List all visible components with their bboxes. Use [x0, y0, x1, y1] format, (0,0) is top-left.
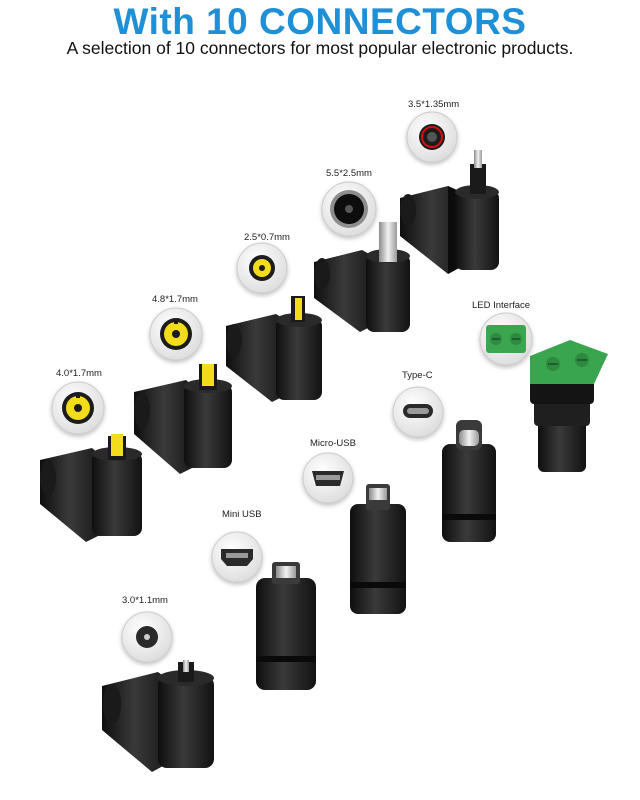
label-micro-usb: Micro-USB — [310, 438, 356, 449]
label-4-0x1-7mm: 4.0*1.7mm — [56, 368, 102, 379]
plug-4-0x1-7mm — [40, 434, 142, 542]
label-3-5x1-35mm: 3.5*1.35mm — [408, 99, 460, 110]
adapter-led-terminal — [530, 340, 608, 472]
plug-4-8x1-7mm — [134, 364, 232, 474]
screw-terminal-icon — [479, 312, 533, 366]
dc-pin-icon — [121, 611, 173, 663]
label-mini-usb: Mini USB — [222, 509, 262, 520]
dc-barrel-yellow-icon — [51, 381, 105, 435]
micro-usb-icon — [302, 452, 354, 504]
label-type-c: Type-C — [402, 370, 433, 381]
plug-2-5x0-7mm — [226, 296, 322, 402]
usb-c-icon — [392, 386, 444, 438]
dc-barrel-large-icon — [321, 181, 377, 237]
page-subtitle: A selection of 10 connectors for most po… — [66, 38, 574, 58]
page-title: With 10 CONNECTORS — [113, 1, 527, 42]
dc-barrel-yellow-icon — [149, 307, 203, 361]
label-5-5x2-5mm: 5.5*2.5mm — [326, 168, 372, 179]
dc-barrel-yellow-icon — [236, 242, 288, 294]
adapter-micro-usb — [350, 484, 406, 614]
adapter-type-c — [442, 420, 496, 542]
label-4-8x1-7mm: 4.8*1.7mm — [152, 294, 198, 305]
mini-usb-icon — [211, 531, 263, 583]
plug-3-0x1-1mm — [102, 660, 214, 772]
label-2-5x0-7mm: 2.5*0.7mm — [244, 232, 290, 243]
dc-barrel-red-ring-icon — [406, 111, 458, 163]
label-3-0x1-1mm: 3.0*1.1mm — [122, 595, 168, 606]
label-led-interface: LED Interface — [472, 300, 531, 311]
plug-5-5x2-5mm — [314, 222, 410, 332]
plug-3-5x1-35mm — [400, 150, 499, 274]
adapter-mini-usb — [256, 562, 316, 690]
